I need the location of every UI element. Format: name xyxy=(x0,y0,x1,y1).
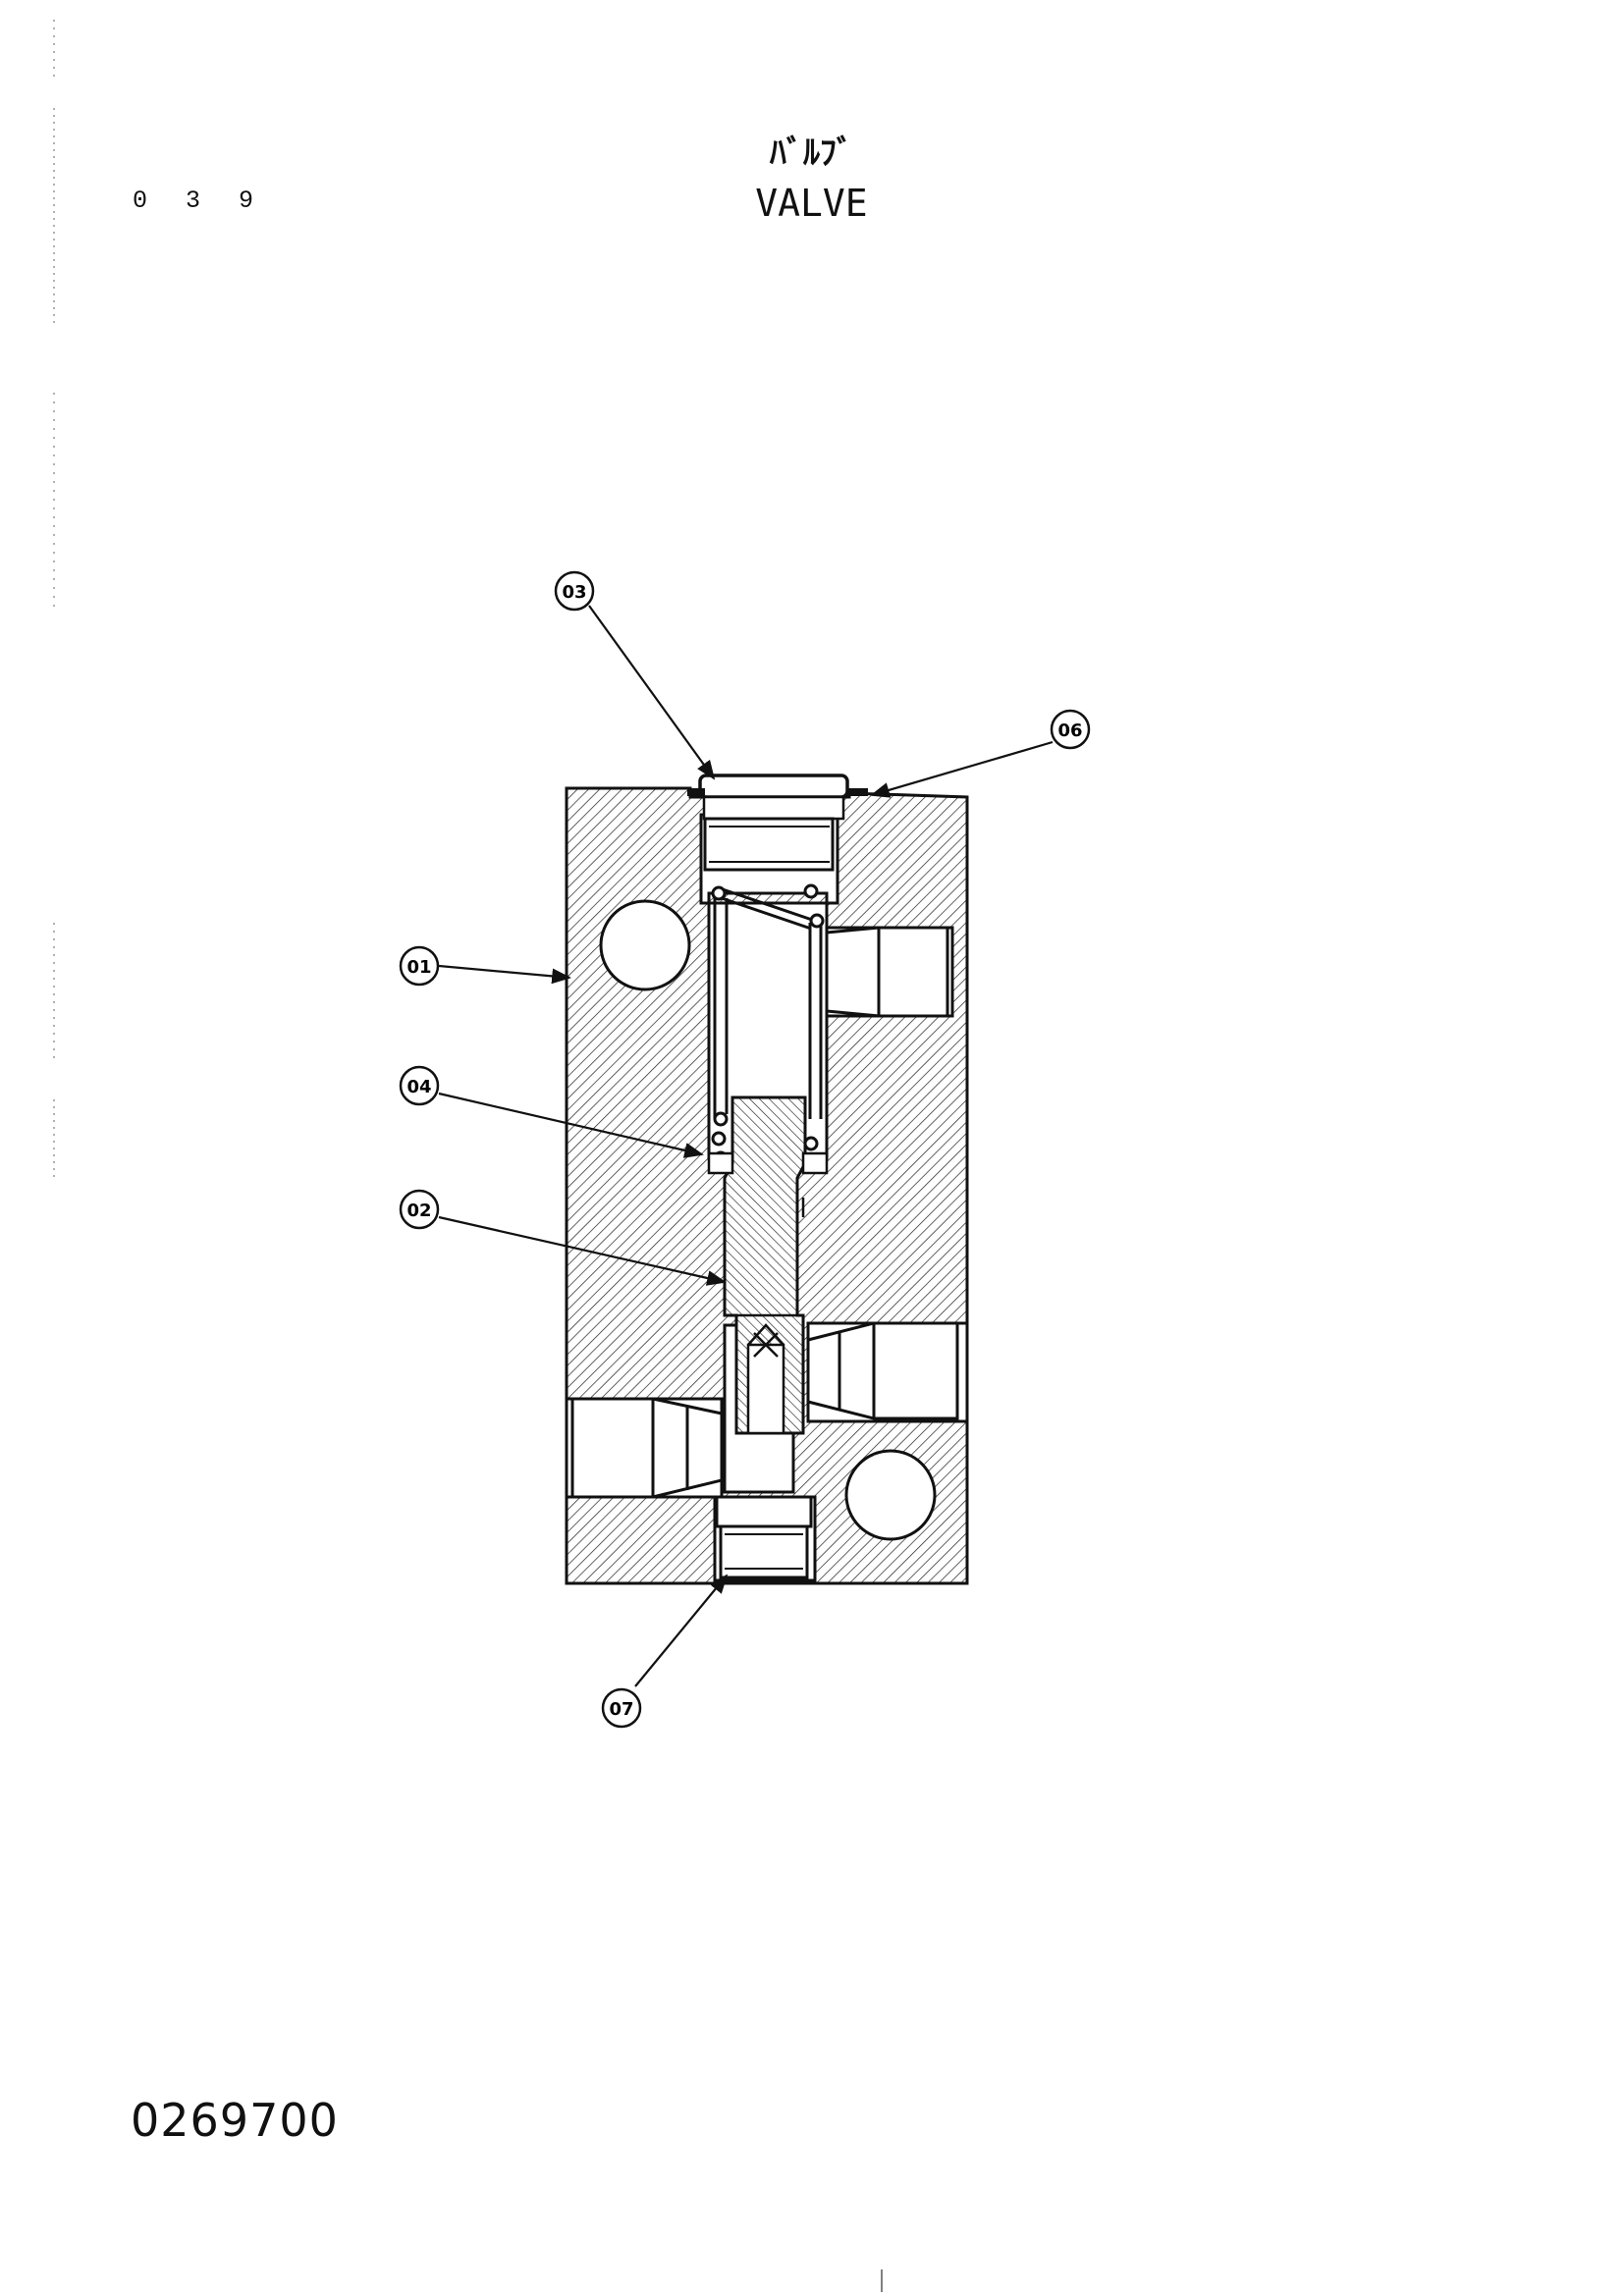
spring xyxy=(711,883,825,1168)
port-lower-left xyxy=(570,1397,724,1499)
document-number: 0269700 xyxy=(131,2094,339,2147)
seal-rings xyxy=(707,1151,829,1217)
callout-04: 04 xyxy=(399,1065,440,1106)
callout-06: 06 xyxy=(1050,709,1091,750)
spool xyxy=(723,1095,807,1435)
callout-01-label: 01 xyxy=(406,957,431,978)
scan-margin-marks xyxy=(53,20,883,2292)
callout-04-label: 04 xyxy=(406,1077,431,1097)
port-upper-right xyxy=(826,926,949,1018)
leader-lines xyxy=(438,605,1054,1687)
callout-03: 03 xyxy=(554,570,595,612)
bottom-plug xyxy=(715,1495,813,1579)
page-title: VALVE xyxy=(755,182,868,225)
port-lower-right xyxy=(807,1321,959,1420)
callout-06-label: 06 xyxy=(1057,721,1082,741)
top-plug xyxy=(687,774,868,872)
callout-07-label: 07 xyxy=(609,1699,633,1720)
callout-02-label: 02 xyxy=(406,1201,431,1221)
callout-03-label: 03 xyxy=(562,582,586,603)
page-number: 0 3 9 xyxy=(133,187,266,215)
callout-02: 02 xyxy=(399,1189,440,1230)
callout-07: 07 xyxy=(601,1687,642,1729)
callout-01: 01 xyxy=(399,945,440,987)
title-japanese: ﾊﾞﾙﾌﾞ xyxy=(770,133,853,173)
